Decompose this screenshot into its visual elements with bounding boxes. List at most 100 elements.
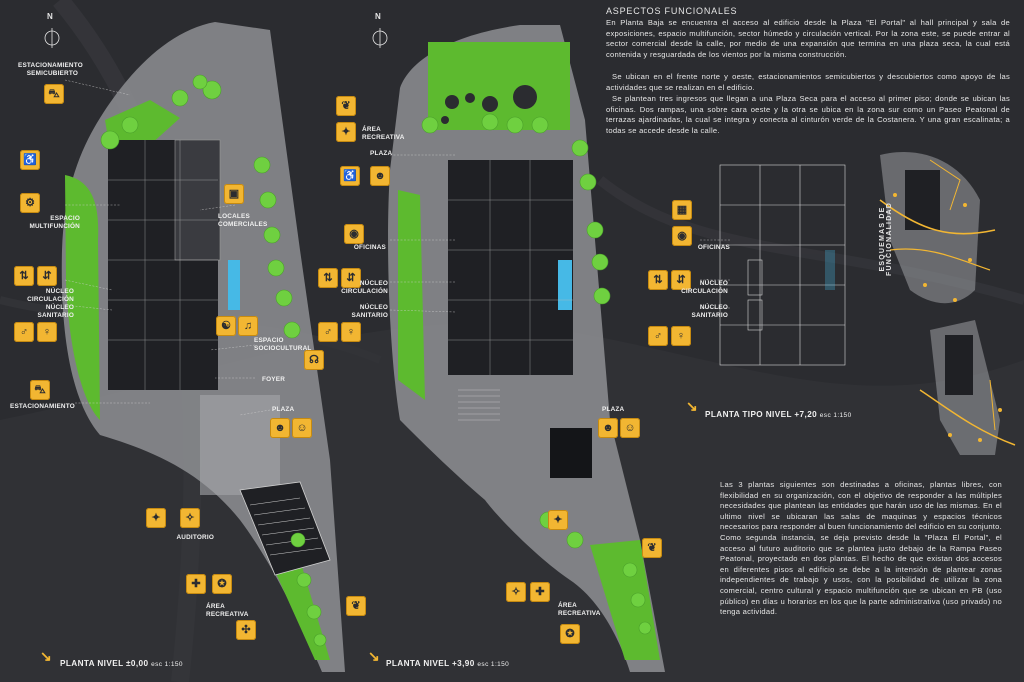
label-sanitario-typical: NÚCLEO SANITARIO <box>691 304 728 319</box>
office-icon: ◉ <box>672 226 692 246</box>
label-circulacion-ground: NÚCLEO CIRCULACIÓN <box>27 288 74 303</box>
label-sanitario-ground: NÚCLEO SANITARIO <box>37 304 74 319</box>
ground-grid-lines <box>108 140 218 390</box>
label-locales: LOCALES COMERCIALES <box>218 213 268 228</box>
functional-paragraph-2: Se ubican en el frente norte y oeste, es… <box>606 72 1010 92</box>
sport-icon: ✦ <box>548 510 568 530</box>
first-building <box>448 160 573 375</box>
label-plaza-ground: PLAZA <box>272 406 295 413</box>
ground-green-north <box>105 100 180 150</box>
ground-auditorium-seats <box>249 497 323 556</box>
label-circulacion-first: NÚCLEO CIRCULACIÓN <box>341 280 388 295</box>
label-sociocultural: ESPACIO SOCIOCULTURAL <box>254 337 312 352</box>
theater-icon: ☊ <box>304 350 324 370</box>
people-icon: ☻ <box>370 166 390 186</box>
stairs-icon: ⇵ <box>671 270 691 290</box>
office-icon: ▦ <box>672 200 692 220</box>
sport-icon: ✧ <box>180 508 200 528</box>
side-title: ESQUEMAS DE FUNCIONALIDAD <box>879 202 893 276</box>
label-auditorio: AUDITORIO <box>176 534 214 541</box>
title-ground: PLANTA NIVEL ±0,00 esc 1:150 <box>60 659 183 668</box>
people-icon: ☻ <box>598 418 618 438</box>
first-green-west <box>398 190 425 400</box>
label-multifuncion: ESPACIO MULTIFUNCIÓN <box>29 215 80 230</box>
leaf-icon: ❦ <box>346 596 366 616</box>
functional-paragraph-3: Se plantean tres ingresos que llegan a u… <box>606 94 1010 135</box>
toilet-icon: ♂ <box>318 322 338 342</box>
toilet-female-icon: ♀ <box>37 322 57 342</box>
label-foyer: FOYER <box>262 376 286 383</box>
label-recreativa-first-top: ÁREA RECREATIVA <box>362 126 405 141</box>
label-recreativa-first-low: ÁREA RECREATIVA <box>558 602 601 617</box>
sport-icon: ✚ <box>530 582 550 602</box>
lower-description: Las 3 plantas siguientes son destinadas … <box>720 480 1002 617</box>
functional-schemes <box>879 152 1016 455</box>
north-label-ground: N <box>47 12 53 21</box>
toilet-female-icon: ♀ <box>671 326 691 346</box>
arrow-typical-icon: ↘ <box>686 398 698 414</box>
ground-trees <box>100 74 327 647</box>
ground-green-south <box>270 560 330 660</box>
arrow-ground-icon: ↘ <box>40 648 52 664</box>
ground-auditorium <box>239 481 331 576</box>
leaf-icon: ❦ <box>336 96 356 116</box>
wheelchair-icon: ♿ <box>20 150 40 170</box>
toilet-female-icon: ♀ <box>341 322 361 342</box>
car-icon: ⛍ <box>30 380 50 400</box>
north-label-first: N <box>375 12 381 21</box>
label-oficinas-typical: OFICINAS <box>697 244 730 251</box>
sport-icon: ✦ <box>336 122 356 142</box>
first-green-voids <box>441 85 537 124</box>
stairs-icon: ⇵ <box>341 268 361 288</box>
office-icon: ◉ <box>344 224 364 244</box>
elevator-icon: ⇅ <box>14 266 34 286</box>
first-grid-lines <box>448 160 573 375</box>
label-estacionamiento: ESTACIONAMIENTO <box>10 403 75 410</box>
label-plaza-first-low: PLAZA <box>602 406 625 413</box>
label-recreativa-ground: ÁREA RECREATIVA <box>206 603 249 618</box>
toilet-icon: ♂ <box>14 322 34 342</box>
gear-icon: ⚙ <box>20 193 40 213</box>
functional-heading: ASPECTOS FUNCIONALES <box>606 6 738 16</box>
typical-floor-plan <box>719 164 846 366</box>
people-icon: ☻ <box>270 418 290 438</box>
label-oficinas-first: OFICINAS <box>353 244 386 251</box>
leader-lines <box>64 79 730 416</box>
functional-paragraph-1: En Planta Baja se encuentra el acceso al… <box>606 18 1010 59</box>
ground-green-west <box>65 175 100 420</box>
shop-icon: ▣ <box>224 184 244 204</box>
sport-icon: ✣ <box>236 620 256 640</box>
car-icon: ⛍ <box>44 84 64 104</box>
label-semicubierto: ESTACIONAMIENTO SEMICUBIERTO <box>18 62 83 77</box>
toilet-icon: ♂ <box>648 326 668 346</box>
title-first: PLANTA NIVEL +3,90 esc 1:150 <box>386 659 510 668</box>
people-icon: ☺ <box>620 418 640 438</box>
sport-icon: ✚ <box>186 574 206 594</box>
ground-plaza <box>200 395 280 495</box>
people-icon: ☺ <box>292 418 312 438</box>
ground-pool <box>228 260 240 310</box>
ground-floor-plan <box>61 22 345 672</box>
north-arrows <box>44 28 388 48</box>
label-sanitario-first: NÚCLEO SANITARIO <box>351 304 388 319</box>
label-circulacion-typical: NÚCLEO CIRCULACIÓN <box>681 280 728 295</box>
first-ramp <box>458 389 500 421</box>
title-typical: PLANTA TIPO NIVEL +7,20 esc 1:150 <box>705 410 852 419</box>
label-plaza-first: PLAZA <box>370 150 393 157</box>
music-icon: ♫ <box>238 316 258 336</box>
culture-icon: ☯ <box>216 316 236 336</box>
ground-commercial <box>174 139 221 261</box>
stairs-icon: ⇵ <box>37 266 57 286</box>
sport-icon: ✧ <box>506 582 526 602</box>
first-green-top <box>428 42 570 130</box>
first-trees <box>421 113 652 635</box>
elevator-icon: ⇅ <box>648 270 668 290</box>
elevator-icon: ⇅ <box>318 268 338 288</box>
first-floor-plan <box>388 25 665 672</box>
first-pool <box>558 260 572 310</box>
sport-icon: ✪ <box>212 574 232 594</box>
sport-icon: ✪ <box>560 624 580 644</box>
sport-icon: ✦ <box>146 508 166 528</box>
wheelchair-icon: ♿ <box>340 166 360 186</box>
